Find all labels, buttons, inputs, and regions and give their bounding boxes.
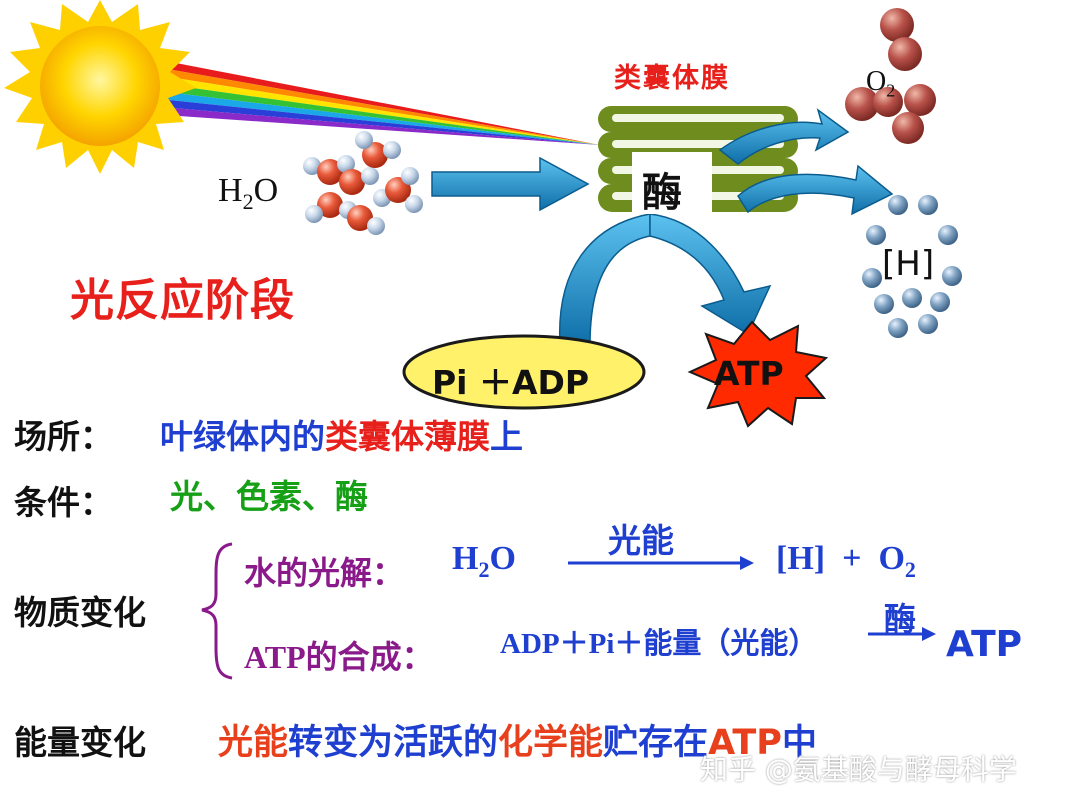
h2o-molecule-label: H2O	[218, 172, 279, 214]
water-photolysis-label: 水的光解：	[244, 554, 405, 592]
enzyme-label: 酶	[642, 170, 682, 216]
hydrogen-label: [H]	[882, 244, 935, 284]
location-value: 叶绿体内的类囊体薄膜上	[160, 417, 523, 456]
atp-synthesis-arrow-label: 酶	[884, 600, 917, 638]
h-output-arrow	[737, 164, 894, 216]
atp-synthesis-product: ATP	[946, 624, 1023, 665]
energy-change-label: 能量变化	[14, 723, 146, 762]
atp-synthesis-label: ATP的合成：	[244, 639, 434, 675]
photolysis-reactant: H2O	[452, 540, 516, 582]
atp-synthesis-reactants: ADP＋Pi＋能量（光能）	[500, 628, 818, 660]
atp-starburst	[687, 320, 829, 428]
water-input-arrow	[431, 156, 590, 212]
photolysis-arrow	[568, 556, 754, 570]
location-label: 场所：	[14, 417, 113, 456]
pi-adp-ellipse	[402, 334, 646, 410]
sun-icon	[4, 0, 196, 174]
oxygen-molecule-icon	[845, 8, 936, 144]
energy-change-value: 光能转变为活跃的化学能贮存在ATP中	[218, 723, 817, 763]
conditions-label: 条件：	[14, 483, 113, 522]
water-molecule-icon	[303, 131, 423, 235]
photolysis-arrow-label: 光能	[608, 521, 674, 560]
o2-label: O2	[866, 66, 896, 101]
stage-title: 光反应阶段	[70, 275, 295, 326]
pi-adp-input-arrow	[558, 213, 651, 346]
atp-synthesis-arrow	[868, 627, 936, 641]
o2-output-arrow	[718, 108, 850, 165]
conditions-value: 光、色素、酶	[170, 477, 368, 516]
watermark-text: 知乎 @氨基酸与酵母科学	[700, 753, 1017, 786]
light-beam-icon	[150, 58, 600, 145]
atp-star-label: ATP	[714, 354, 784, 393]
material-change-brace	[201, 542, 233, 680]
hydrogen-cluster-icon	[862, 195, 962, 338]
material-change-label: 物质变化	[14, 593, 146, 632]
atp-output-arrow	[649, 213, 772, 336]
photolysis-products: [H] + O2	[776, 540, 916, 582]
thylakoid-membrane-label: 类囊体膜	[614, 63, 730, 94]
pi-adp-label: Pi ＋ADP	[432, 363, 590, 402]
